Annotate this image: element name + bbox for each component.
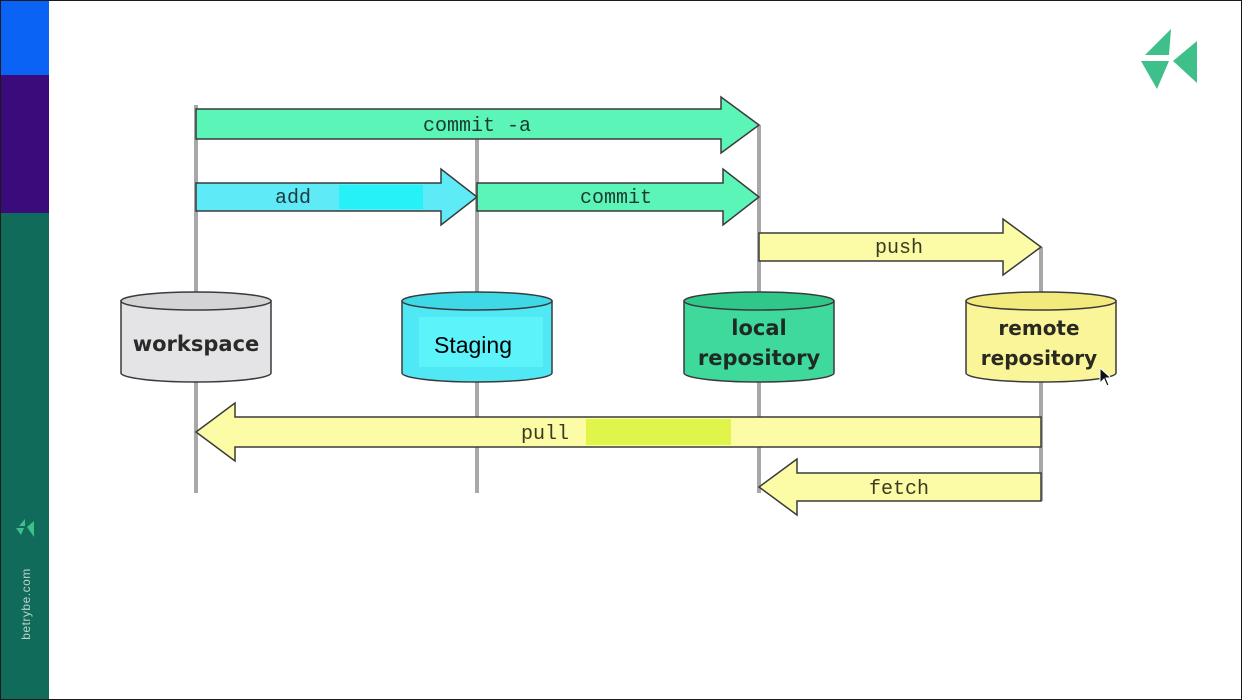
remote-cylinder-body (965, 300, 1117, 383)
commit-all-arrow: commit -a (195, 95, 761, 155)
push-arrow-label: push (875, 237, 923, 260)
commit-arrow-shape (476, 167, 761, 227)
local-label-line1: local (731, 316, 786, 340)
fetch-arrow-shape (757, 457, 1042, 517)
staging-cylinder: Staging (401, 291, 553, 383)
local-label-line2: repository (698, 346, 821, 370)
add-arrow-highlight (339, 185, 423, 209)
sidebar: betrybe.com (1, 1, 49, 699)
pull-arrow-highlight (586, 419, 731, 445)
add-arrow-label: add (275, 187, 311, 210)
remote-repository-cylinder: remote repository (965, 291, 1117, 383)
sidebar-purple-block (1, 75, 49, 213)
mouse-cursor-icon (1099, 367, 1113, 387)
local-cylinder-top (683, 291, 835, 311)
add-arrow: add (195, 167, 479, 227)
staging-label-box (419, 317, 543, 367)
staging-cylinder-top (401, 291, 553, 311)
sidebar-blue-block (1, 1, 49, 75)
remote-cylinder-top (965, 291, 1117, 311)
remote-label-line2: repository (981, 346, 1097, 370)
local-repository-cylinder: local repository (683, 291, 835, 383)
staging-label: Staging (434, 332, 512, 358)
commit-all-arrow-shape (195, 95, 761, 155)
pull-arrow-label: pull (521, 423, 569, 446)
sidebar-green-block (1, 213, 49, 699)
commit-all-arrow-label: commit -a (423, 115, 531, 138)
workspace-cylinder: workspace (120, 291, 272, 383)
workspace-cylinder-body (120, 300, 272, 383)
local-cylinder-body (683, 300, 835, 383)
remote-label-line1: remote (998, 316, 1079, 340)
commit-arrow-label: commit (580, 187, 652, 210)
pull-arrow: pull (194, 401, 1042, 463)
trybe-logo-icon (16, 519, 34, 537)
push-arrow: push (758, 217, 1043, 277)
add-arrow-shape (195, 167, 479, 227)
fetch-arrow-label: fetch (869, 478, 929, 501)
fetch-arrow: fetch (757, 457, 1042, 517)
push-arrow-shape (758, 217, 1043, 277)
trybe-logo-icon (1141, 29, 1197, 89)
workspace-label: workspace (133, 332, 260, 356)
workspace-cylinder-top (120, 291, 272, 311)
commit-arrow: commit (476, 167, 761, 227)
